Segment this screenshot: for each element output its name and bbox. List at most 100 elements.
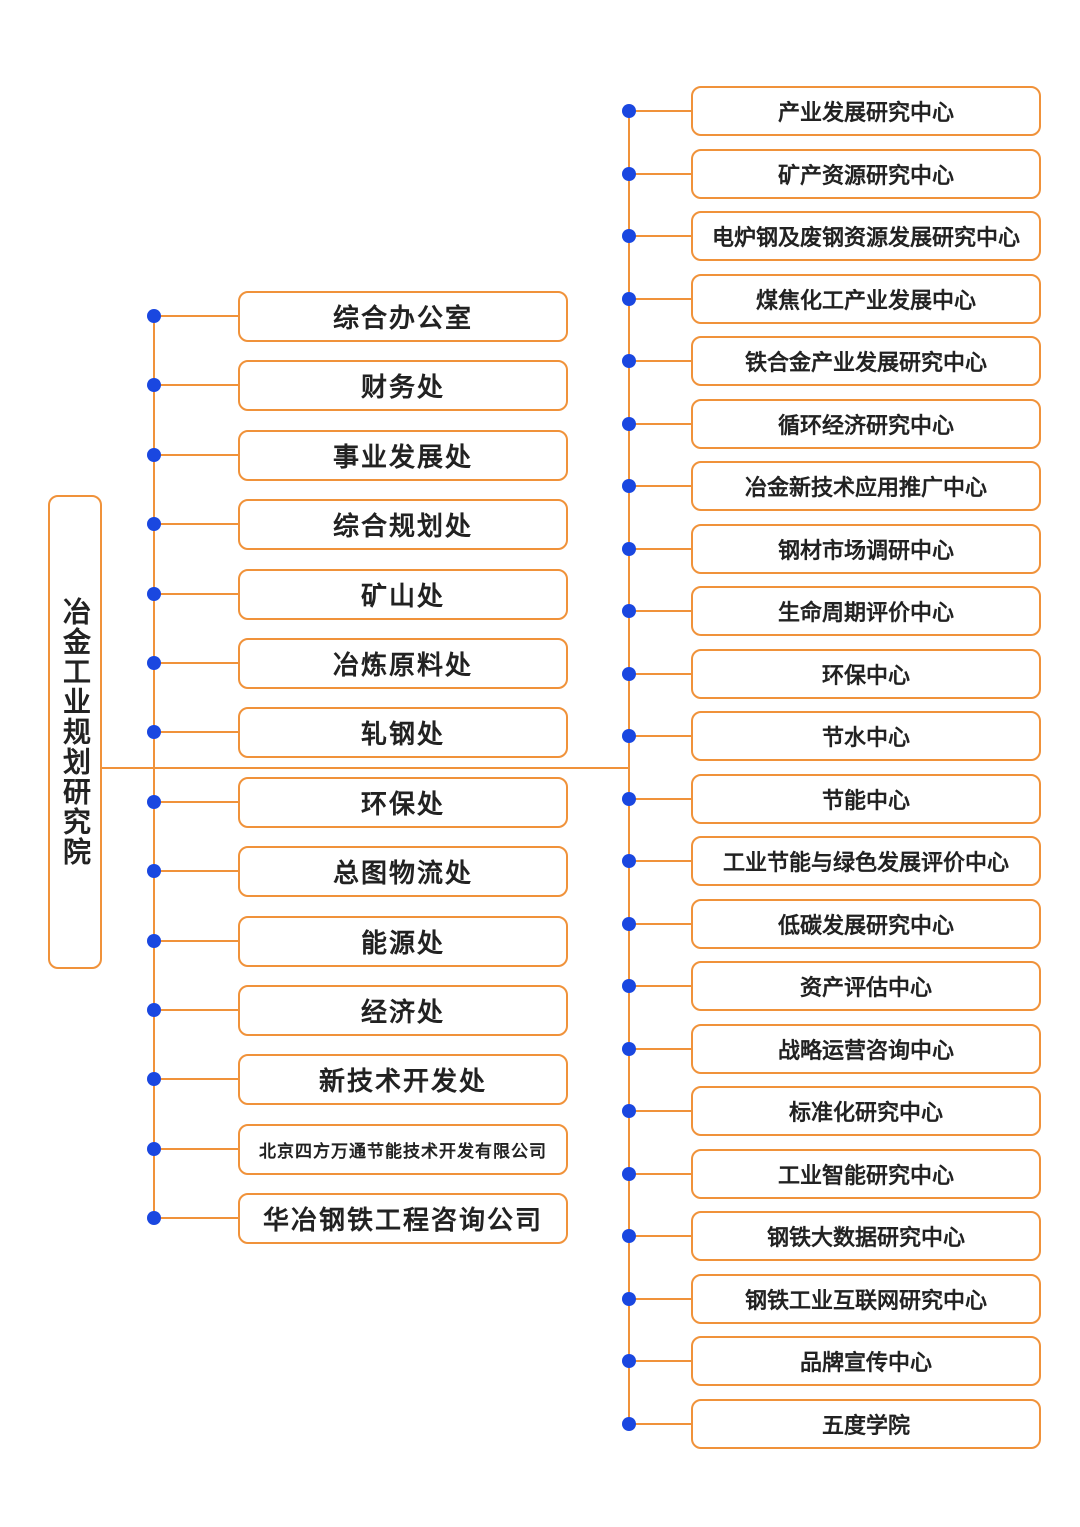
- department-node-dot: [147, 656, 161, 670]
- department-box: 华冶钢铁工程咨询公司: [238, 1193, 568, 1244]
- center-connector: [630, 235, 691, 237]
- center-node-dot: [622, 542, 636, 556]
- center-connector: [630, 860, 691, 862]
- department-label: 北京四方万通节能技术开发有限公司: [259, 1142, 547, 1162]
- center-node-dot: [622, 792, 636, 806]
- department-label: 冶炼原料处: [332, 651, 473, 681]
- center-connector: [630, 1298, 691, 1300]
- department-connector: [155, 1217, 238, 1219]
- department-node-dot: [147, 1211, 161, 1225]
- center-node-dot: [622, 917, 636, 931]
- center-connector: [630, 548, 691, 550]
- department-box: 事业发展处: [238, 430, 568, 481]
- center-connector: [630, 1173, 691, 1175]
- center-box: 资产评估中心: [691, 961, 1041, 1011]
- center-label: 五度学院: [821, 1414, 910, 1439]
- center-node-dot: [622, 729, 636, 743]
- department-label: 经济处: [360, 998, 445, 1028]
- center-connector: [630, 735, 691, 737]
- center-connector: [630, 173, 691, 175]
- center-node-dot: [622, 1417, 636, 1431]
- center-node-dot: [622, 1042, 636, 1056]
- department-connector: [155, 523, 238, 525]
- center-node-dot: [622, 604, 636, 618]
- center-node-dot: [622, 104, 636, 118]
- department-label: 综合办公室: [332, 304, 473, 334]
- department-connector: [155, 1078, 238, 1080]
- center-label: 品牌宣传中心: [799, 1351, 932, 1376]
- center-label: 钢材市场调研中心: [777, 539, 954, 564]
- center-box: 冶金新技术应用推广中心: [691, 461, 1041, 511]
- department-label: 财务处: [360, 373, 445, 403]
- center-connector: [630, 485, 691, 487]
- center-box: 节水中心: [691, 711, 1041, 761]
- center-label: 冶金新技术应用推广中心: [744, 476, 987, 501]
- center-connector: [630, 423, 691, 425]
- center-connector: [630, 798, 691, 800]
- center-box: 品牌宣传中心: [691, 1336, 1041, 1386]
- center-box: 钢铁大数据研究中心: [691, 1211, 1041, 1261]
- department-label: 能源处: [360, 929, 445, 959]
- department-box: 新技术开发处: [238, 1054, 568, 1105]
- center-box: 低碳发展研究中心: [691, 899, 1041, 949]
- department-box: 经济处: [238, 985, 568, 1036]
- center-node-dot: [622, 1104, 636, 1118]
- department-node-dot: [147, 378, 161, 392]
- center-box: 标准化研究中心: [691, 1086, 1041, 1136]
- center-connector: [630, 298, 691, 300]
- center-box: 五度学院: [691, 1399, 1041, 1449]
- department-node-dot: [147, 1072, 161, 1086]
- center-label: 循环经济研究中心: [777, 414, 954, 439]
- center-label: 资产评估中心: [799, 976, 932, 1001]
- department-label: 轧钢处: [360, 720, 445, 750]
- department-node-dot: [147, 517, 161, 531]
- center-box: 钢铁工业互联网研究中心: [691, 1274, 1041, 1324]
- center-connector: [630, 360, 691, 362]
- root-label: 冶金工业规划研究院: [59, 597, 92, 867]
- department-connector: [155, 1148, 238, 1150]
- department-connector: [155, 870, 238, 872]
- department-box: 轧钢处: [238, 707, 568, 758]
- center-node-dot: [622, 292, 636, 306]
- center-box: 产业发展研究中心: [691, 86, 1041, 136]
- center-box: 电炉钢及废钢资源发展研究中心: [691, 211, 1041, 261]
- center-box: 战略运营咨询中心: [691, 1024, 1041, 1074]
- center-connector: [630, 985, 691, 987]
- root-connector: [102, 767, 629, 769]
- department-label: 事业发展处: [332, 443, 473, 473]
- center-connector: [630, 110, 691, 112]
- center-node-dot: [622, 979, 636, 993]
- department-box: 北京四方万通节能技术开发有限公司: [238, 1124, 568, 1175]
- center-node-dot: [622, 1167, 636, 1181]
- left-trunk: [153, 316, 155, 1218]
- center-label: 环保中心: [821, 664, 910, 689]
- department-node-dot: [147, 1142, 161, 1156]
- center-box: 循环经济研究中心: [691, 399, 1041, 449]
- center-node-dot: [622, 229, 636, 243]
- department-connector: [155, 940, 238, 942]
- department-node-dot: [147, 1003, 161, 1017]
- department-label: 总图物流处: [332, 859, 473, 889]
- center-box: 环保中心: [691, 649, 1041, 699]
- center-label: 低碳发展研究中心: [777, 914, 954, 939]
- center-label: 标准化研究中心: [788, 1101, 943, 1126]
- center-connector: [630, 673, 691, 675]
- center-label: 煤焦化工产业发展中心: [755, 289, 976, 314]
- department-box: 冶炼原料处: [238, 638, 568, 689]
- center-label: 工业节能与绿色发展评价中心: [722, 851, 1009, 876]
- department-label: 新技术开发处: [318, 1067, 487, 1097]
- center-box: 工业节能与绿色发展评价中心: [691, 836, 1041, 886]
- department-node-dot: [147, 448, 161, 462]
- center-node-dot: [622, 854, 636, 868]
- center-box: 矿产资源研究中心: [691, 149, 1041, 199]
- center-box: 钢材市场调研中心: [691, 524, 1041, 574]
- center-node-dot: [622, 354, 636, 368]
- center-connector: [630, 923, 691, 925]
- department-label: 综合规划处: [332, 512, 473, 542]
- center-label: 钢铁工业互联网研究中心: [744, 1289, 987, 1314]
- center-box: 工业智能研究中心: [691, 1149, 1041, 1199]
- center-node-dot: [622, 167, 636, 181]
- center-node-dot: [622, 417, 636, 431]
- department-node-dot: [147, 587, 161, 601]
- center-label: 矿产资源研究中心: [777, 164, 954, 189]
